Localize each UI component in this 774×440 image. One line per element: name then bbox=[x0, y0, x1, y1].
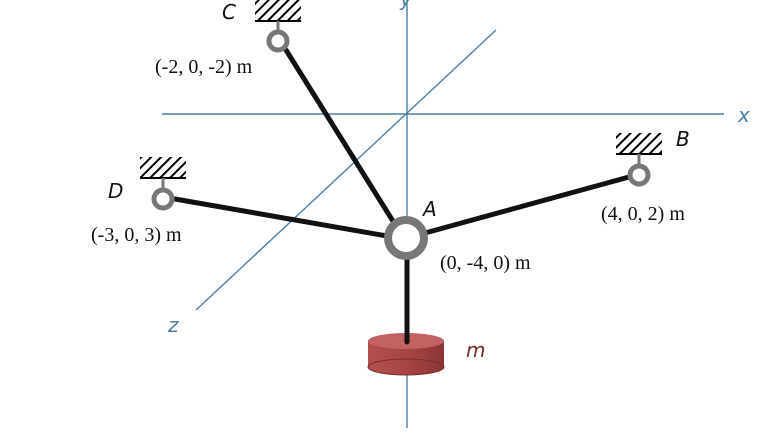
ring-b bbox=[627, 163, 651, 187]
z-axis-label: z bbox=[167, 313, 179, 337]
ring-d bbox=[151, 187, 175, 211]
point-labels: C D B A bbox=[108, 0, 690, 221]
cable-ad bbox=[172, 196, 390, 239]
joints bbox=[151, 29, 651, 260]
point-d-label: D bbox=[108, 179, 123, 203]
ring-c bbox=[266, 29, 290, 53]
point-d-coord: (-3, 0, 3) m bbox=[91, 224, 182, 246]
support-c bbox=[255, 0, 301, 32]
cable-ac bbox=[283, 47, 399, 229]
z-axis bbox=[195, 29, 497, 311]
x-axis-label: x bbox=[737, 103, 750, 127]
cables bbox=[172, 47, 632, 341]
cable-ab bbox=[422, 174, 632, 236]
fixed-supports bbox=[140, 0, 662, 190]
point-c-label: C bbox=[222, 0, 236, 24]
point-a-label: A bbox=[421, 197, 437, 221]
point-b-coord: (4, 0, 2) m bbox=[601, 203, 685, 225]
point-c-coord: (-2, 0, -2) m bbox=[155, 56, 253, 78]
y-axis-label: y bbox=[399, 0, 413, 11]
coordinate-labels: (-2, 0, -2) m (-3, 0, 3) m (4, 0, 2) m (… bbox=[91, 56, 685, 274]
mass-label: m bbox=[466, 338, 485, 362]
hanging-mass: m bbox=[367, 297, 485, 376]
support-d bbox=[140, 157, 186, 190]
support-b bbox=[616, 133, 662, 166]
point-a-coord: (0, -4, 0) m bbox=[440, 252, 531, 274]
ring-a bbox=[384, 216, 428, 260]
point-b-label: B bbox=[676, 127, 690, 151]
